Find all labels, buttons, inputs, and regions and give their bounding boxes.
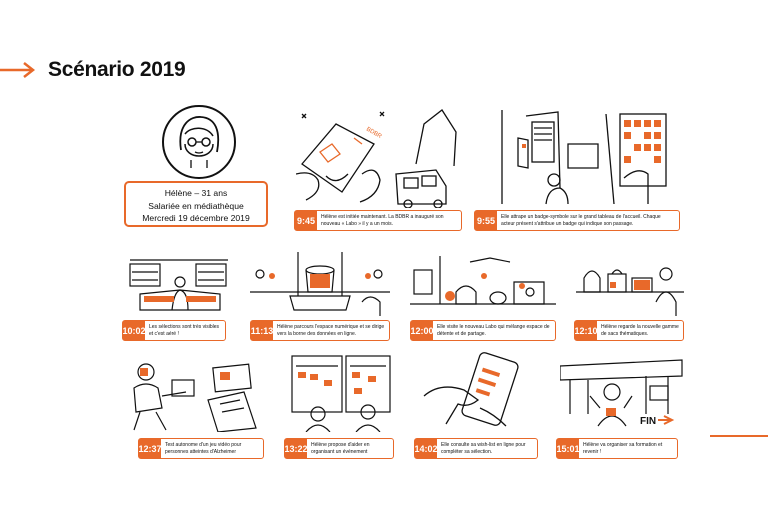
scene-time: 9:45 <box>295 211 317 230</box>
scene-text: Elle attrape un badge-symbole sur le gra… <box>501 214 661 227</box>
scene-time: 14:02 <box>414 439 438 458</box>
scene-text: Hélène va organiser sa formation et reve… <box>583 442 663 455</box>
scene-caption: 11:13 Hélène parcours l'espace numérique… <box>250 320 390 341</box>
scene-time: 11:13 <box>251 321 273 340</box>
profile-line-3: Mercredi 19 décembre 2019 <box>142 213 250 223</box>
scene-time: 15:01 <box>556 439 580 458</box>
sketch-scene-7 <box>133 363 257 432</box>
scene-caption: 12:37 Test autonome d'un jeu vidéo pour … <box>138 438 264 459</box>
scene-text: Hélène parcours l'espace numérique et se… <box>277 324 385 337</box>
sketch-scene-4 <box>250 252 390 316</box>
sketch-scene-6 <box>576 267 684 316</box>
scene-time: 10:02 <box>122 321 146 340</box>
scene-time: 13:22 <box>284 439 308 458</box>
sketch-scene-9 <box>423 352 519 427</box>
decorative-divider <box>710 435 768 437</box>
scene-text: Elle consulte sa wish-list en ligne pour… <box>441 442 526 455</box>
scene-caption: 12:00 Elle visite le nouveau Labo qui mé… <box>410 320 556 341</box>
scene-text: Les sélections sont très visibles et c'e… <box>149 324 220 337</box>
scene-caption: 13:22 Hélène propose d'aider en organisa… <box>284 438 394 459</box>
scene-time: 12:10 <box>574 321 598 340</box>
scene-text: Hélène regarde la nouvelle gamme de sacs… <box>601 324 679 337</box>
sketch-scene-2 <box>501 110 667 205</box>
scene-time: 12:00 <box>410 321 434 340</box>
scene-caption: 14:02 Elle consulte sa wish-list en lign… <box>414 438 538 459</box>
page-title: Scénario 2019 <box>48 58 186 81</box>
scene-caption: 10:02 Les sélections sont très visibles … <box>122 320 226 341</box>
scene-caption: 9:45 Hélène est initiée maintenant. La B… <box>294 210 462 231</box>
logo-label: BDBR <box>365 127 383 141</box>
sketch-scene-8 <box>291 355 391 432</box>
scene-time: 9:55 <box>475 211 497 230</box>
sketch-scene-10: FIN <box>560 359 683 427</box>
scene-text: Elle visite le nouveau Labo qui mélange … <box>437 324 550 337</box>
scene-text: Test autonome d'un jeu vidéo pour person… <box>165 442 242 455</box>
sketch-scene-5 <box>410 256 556 305</box>
scene-time: 12:37 <box>138 439 162 458</box>
profile-card: Hélène – 31 ans Salariée en médiathèque … <box>124 181 268 227</box>
profile-line-1: Hélène – 31 ans <box>164 188 228 198</box>
scene-caption: 15:01 Hélène va organiser sa formation e… <box>556 438 678 459</box>
profile-line-2: Salariée en médiathèque <box>148 200 244 211</box>
sketch-scene-1: BDBR <box>296 109 457 208</box>
fin-label: FIN <box>640 416 656 427</box>
avatar-helene <box>162 105 236 179</box>
sketch-scene-3 <box>129 259 228 311</box>
scene-text: Hélène est initiée maintenant. La BDBR a… <box>321 214 444 227</box>
scene-caption: 9:55 Elle attrape un badge-symbole sur l… <box>474 210 680 231</box>
scene-caption: 12:10 Hélène regarde la nouvelle gamme d… <box>574 320 684 341</box>
scene-text: Hélène propose d'aider en organisant un … <box>311 442 370 455</box>
arrow-right-icon <box>0 62 36 78</box>
